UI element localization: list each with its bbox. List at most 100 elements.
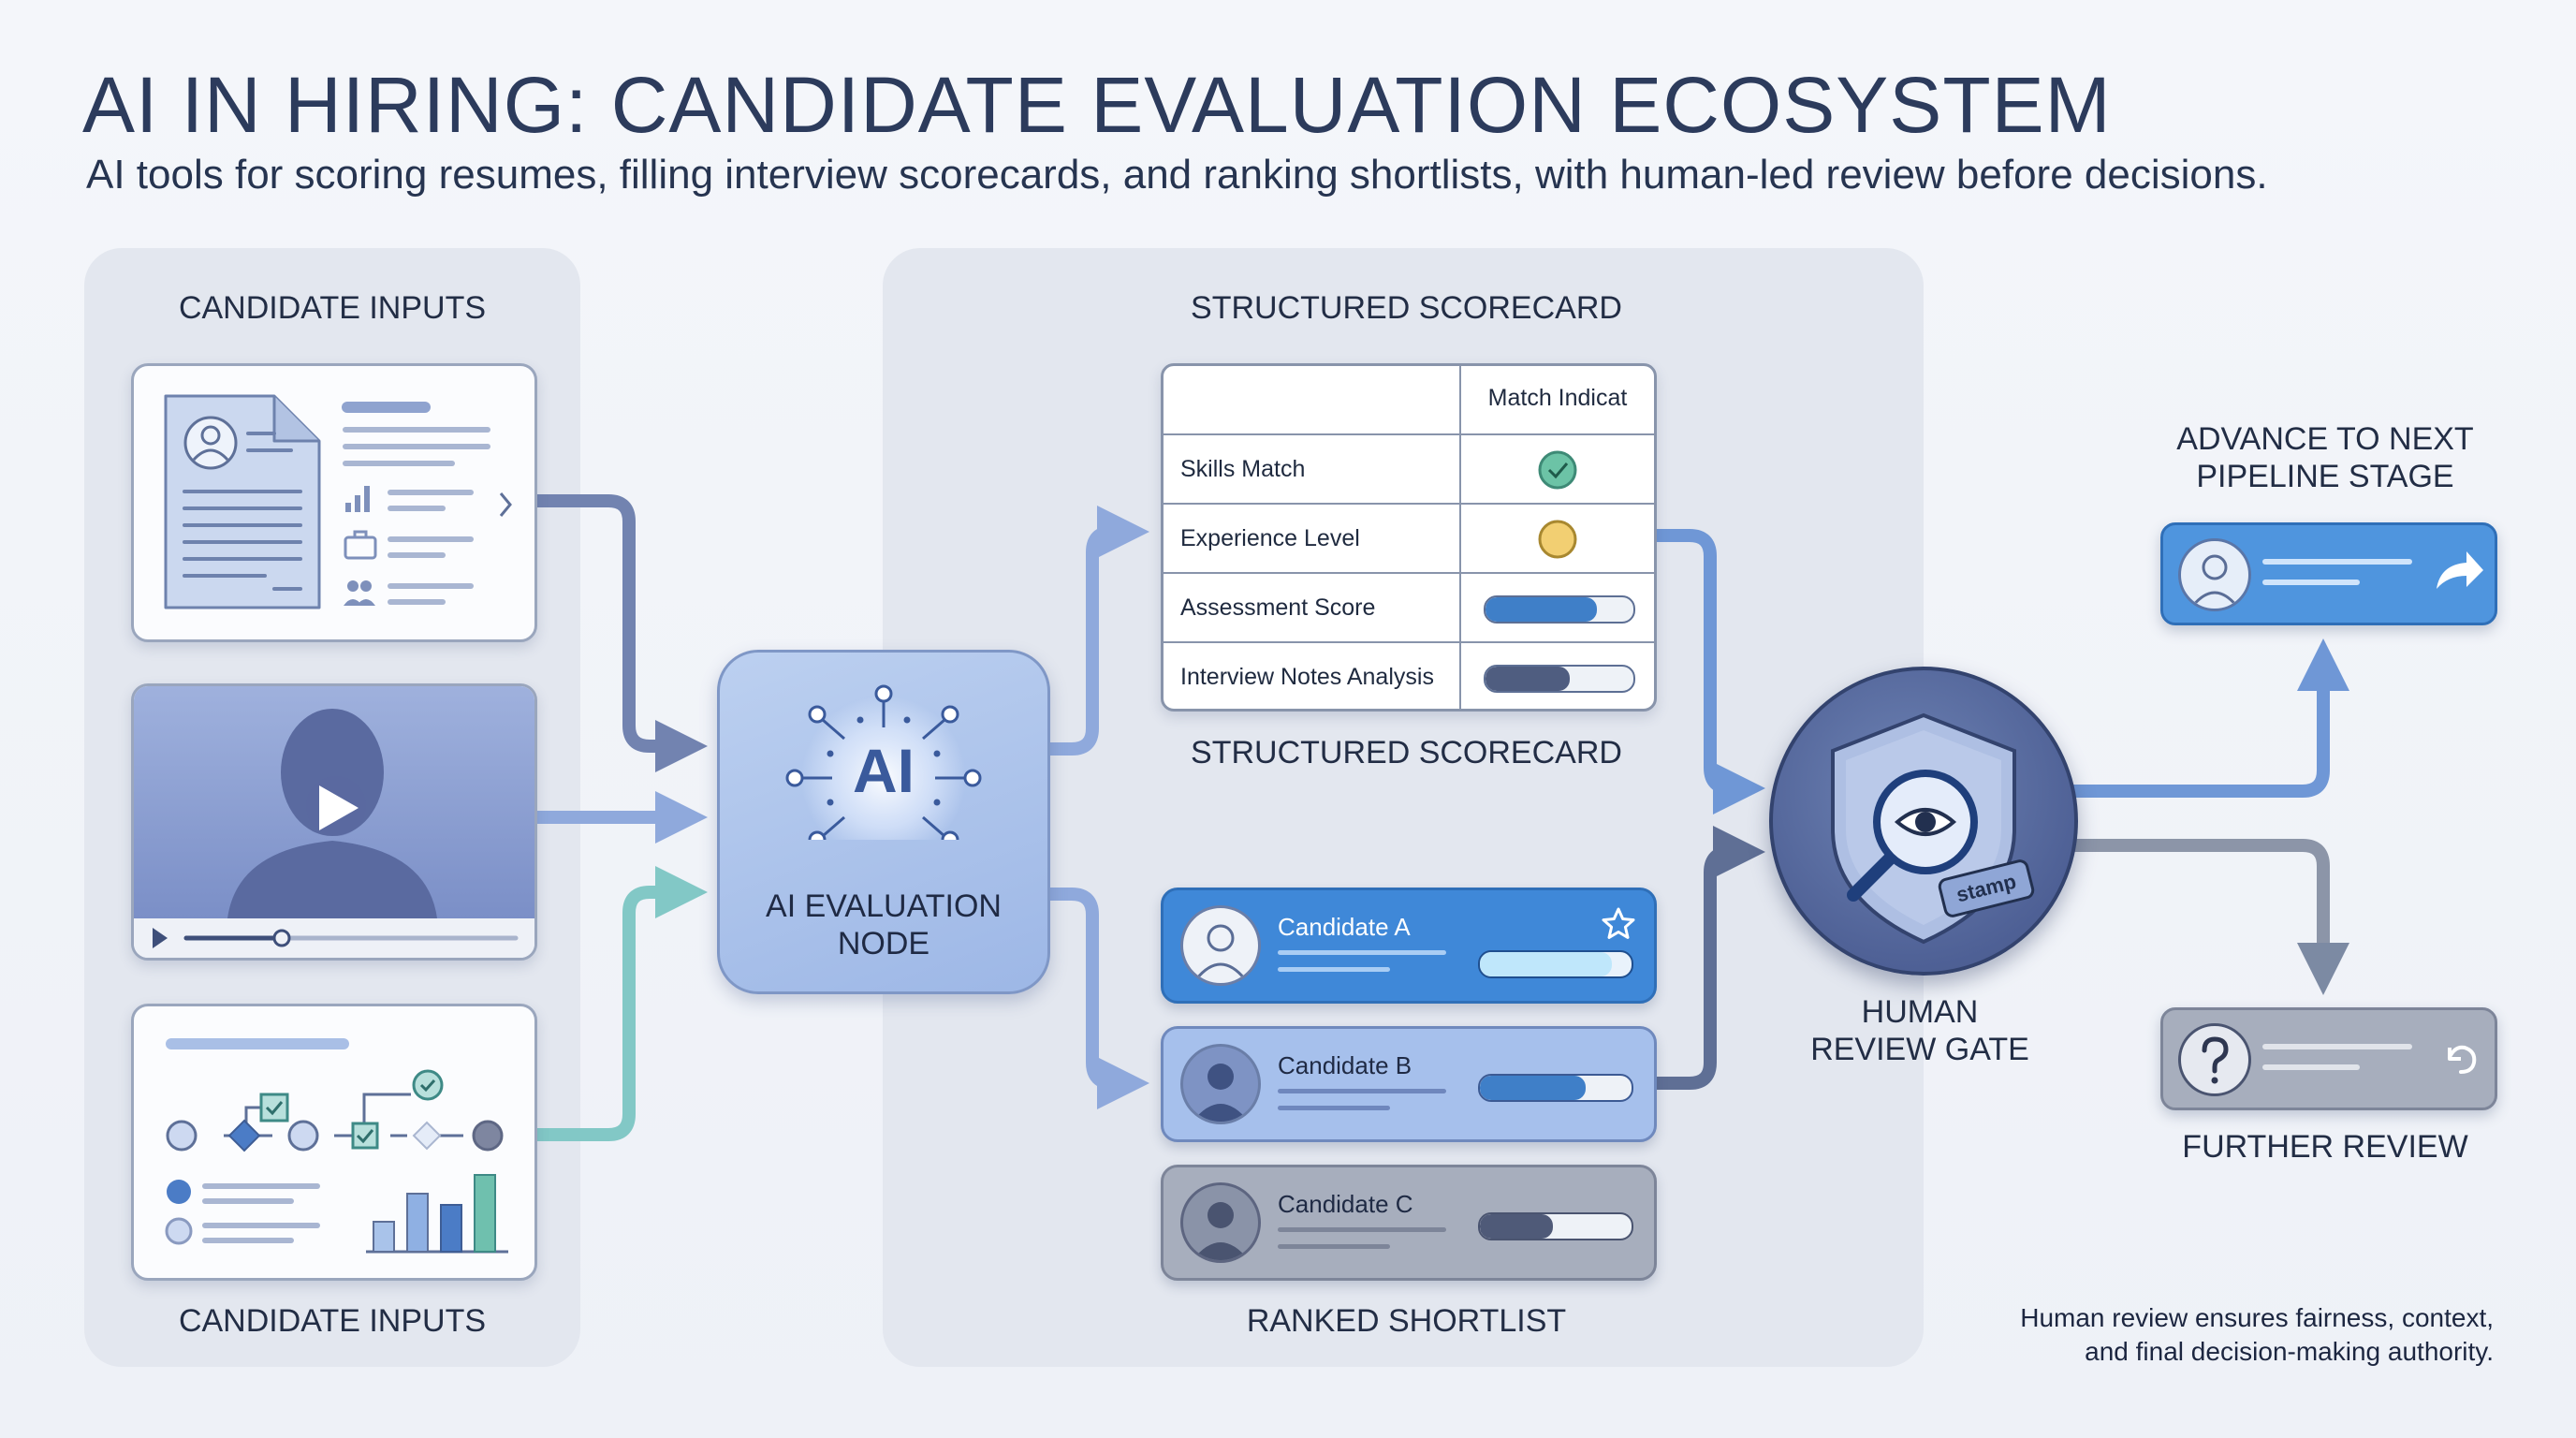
- detail-line: [2262, 559, 2412, 565]
- briefcase-icon: [344, 530, 377, 560]
- advance-card[interactable]: [2160, 522, 2497, 625]
- video-illustration: [134, 686, 534, 958]
- team-icon: [344, 580, 375, 606]
- further-review-label: FURTHER REVIEW: [2182, 1129, 2468, 1165]
- candidate-name: Candidate B: [1278, 1051, 1412, 1079]
- detail-line: [2262, 580, 2360, 585]
- bar-chart-icon: [345, 486, 370, 512]
- arrow-assessment-to-ai: [535, 866, 708, 1141]
- scorecard-row-label: Assessment Score: [1180, 594, 1376, 621]
- person-icon: [183, 416, 238, 470]
- forward-arrow-icon: [2437, 551, 2483, 589]
- page-subtitle: AI tools for scoring resumes, filling in…: [86, 152, 2268, 198]
- question-badge: [2178, 1023, 2251, 1096]
- arrow-scorecard-to-gate: [1652, 529, 1765, 814]
- person-silhouette-icon: [227, 709, 437, 918]
- candidate-card-a[interactable]: Candidate A: [1161, 888, 1657, 1004]
- arrow-resume-to-ai: [535, 494, 708, 772]
- candidate-card-c[interactable]: Candidate C: [1161, 1165, 1657, 1281]
- advance-label-line1: ADVANCE TO NEXT: [2176, 421, 2474, 457]
- person-icon: [2190, 554, 2239, 608]
- candidate-score-fill: [1480, 952, 1612, 976]
- stamp-badge: stamp: [1938, 859, 2035, 917]
- video-interview-card[interactable]: [131, 683, 537, 961]
- advance-label-line2: PIPELINE STAGE: [2196, 459, 2454, 494]
- scorecard-row-label: Interview Notes Analysis: [1180, 664, 1434, 690]
- scorecard-column-header: Match Indicat: [1487, 385, 1628, 411]
- interview-notes-bar: [1484, 665, 1635, 693]
- candidate-score-fill: [1480, 1214, 1553, 1239]
- arrow-shortlist-to-gate: [1652, 826, 1765, 1090]
- shortlist-footer: RANKED SHORTLIST: [1246, 1303, 1567, 1339]
- further-review-card[interactable]: [2160, 1007, 2497, 1110]
- ai-node-label-line1: AI EVALUATION: [766, 888, 1002, 924]
- chevron-right-icon: [499, 492, 512, 517]
- scorecard-row-skills: Skills Match: [1164, 433, 1654, 505]
- detail-line: [2262, 1064, 2360, 1070]
- arrow-gate-to-further: [2069, 839, 2349, 995]
- scorecard-row-label: Skills Match: [1180, 456, 1306, 482]
- interview-notes-fill: [1486, 667, 1571, 691]
- arrow-gate-to-advance: [2069, 638, 2349, 798]
- arrow-ai-to-scorecard: [1048, 506, 1149, 756]
- workflow-illustration: [165, 1038, 508, 1254]
- scorecard-header-top: STRUCTURED SCORECARD: [1191, 290, 1622, 326]
- ai-network-icon: [785, 684, 982, 840]
- ai-glyph: AI: [853, 736, 915, 805]
- question-icon: [2202, 1036, 2229, 1084]
- ai-node-label-line2: NODE: [837, 926, 930, 961]
- candidate-detail-line: [1278, 1227, 1446, 1232]
- scorecard-row-interview-notes: Interview Notes Analysis: [1164, 641, 1654, 709]
- candidate-detail-line: [1278, 950, 1446, 955]
- scorecard-row-label: Experience Level: [1180, 525, 1360, 551]
- candidate-detail-line: [1278, 1089, 1446, 1093]
- scorecard-row-assessment: Assessment Score: [1164, 572, 1654, 643]
- assessment-score-fill: [1486, 597, 1597, 622]
- resume-illustration: [164, 394, 512, 609]
- inputs-header-top: CANDIDATE INPUTS: [178, 290, 487, 326]
- candidate-avatar: [1180, 905, 1261, 986]
- resume-card[interactable]: [131, 363, 537, 642]
- person-icon: [1193, 1064, 1249, 1122]
- footnote-line1: Human review ensures fairness, context,: [2020, 1303, 2494, 1332]
- check-circle-icon: [1538, 450, 1577, 490]
- candidate-score-bar: [1478, 1212, 1633, 1240]
- candidate-avatar: [2178, 538, 2251, 611]
- candidate-detail-line: [1278, 1244, 1390, 1249]
- person-icon: [1193, 1202, 1249, 1260]
- assessment-score-bar: [1484, 595, 1635, 624]
- assessment-workflow-card[interactable]: [131, 1004, 537, 1281]
- page-title: AI IN HIRING: CANDIDATE EVALUATION ECOSY…: [82, 61, 2112, 149]
- scorecard-column-divider: [1459, 366, 1461, 709]
- candidate-name: Candidate C: [1278, 1190, 1413, 1218]
- shield-magnifier-icon: stamp: [1831, 712, 2035, 945]
- star-icon: [1602, 907, 1635, 939]
- eye-icon: [1894, 808, 1957, 836]
- yellow-dot-icon: [1538, 520, 1577, 559]
- person-icon: [1194, 924, 1247, 980]
- ai-evaluation-node[interactable]: AI AI EVALUATION NODE: [717, 650, 1050, 994]
- candidate-detail-line: [1278, 967, 1390, 972]
- candidate-score-bar: [1478, 950, 1633, 978]
- review-gate-label-line1: HUMAN: [1861, 994, 1979, 1030]
- inputs-header-bottom: CANDIDATE INPUTS: [178, 1303, 487, 1339]
- review-gate-label-line2: REVIEW GATE: [1810, 1032, 2029, 1067]
- candidate-card-b[interactable]: Candidate B: [1161, 1026, 1657, 1142]
- arrow-ai-to-shortlist: [1048, 888, 1149, 1109]
- scorecard-table: Match Indicat Skills Match Experience Le…: [1161, 363, 1657, 712]
- human-review-gate[interactable]: stamp: [1769, 667, 2078, 976]
- candidate-avatar: [1180, 1182, 1261, 1263]
- candidate-detail-line: [1278, 1106, 1390, 1110]
- scorecard-row-experience: Experience Level: [1164, 503, 1654, 574]
- detail-line: [2262, 1044, 2412, 1049]
- play-icon: [306, 776, 366, 836]
- footnote-line2: and final decision-making authority.: [2085, 1337, 2494, 1366]
- undo-icon: [2448, 1045, 2477, 1074]
- candidate-score-fill: [1480, 1076, 1587, 1100]
- results-bar-chart: [366, 1174, 508, 1254]
- candidate-score-bar: [1478, 1074, 1633, 1102]
- candidate-name: Candidate A: [1278, 913, 1411, 941]
- scorecard-header-bottom: STRUCTURED SCORECARD: [1191, 735, 1622, 770]
- candidate-avatar: [1180, 1044, 1261, 1124]
